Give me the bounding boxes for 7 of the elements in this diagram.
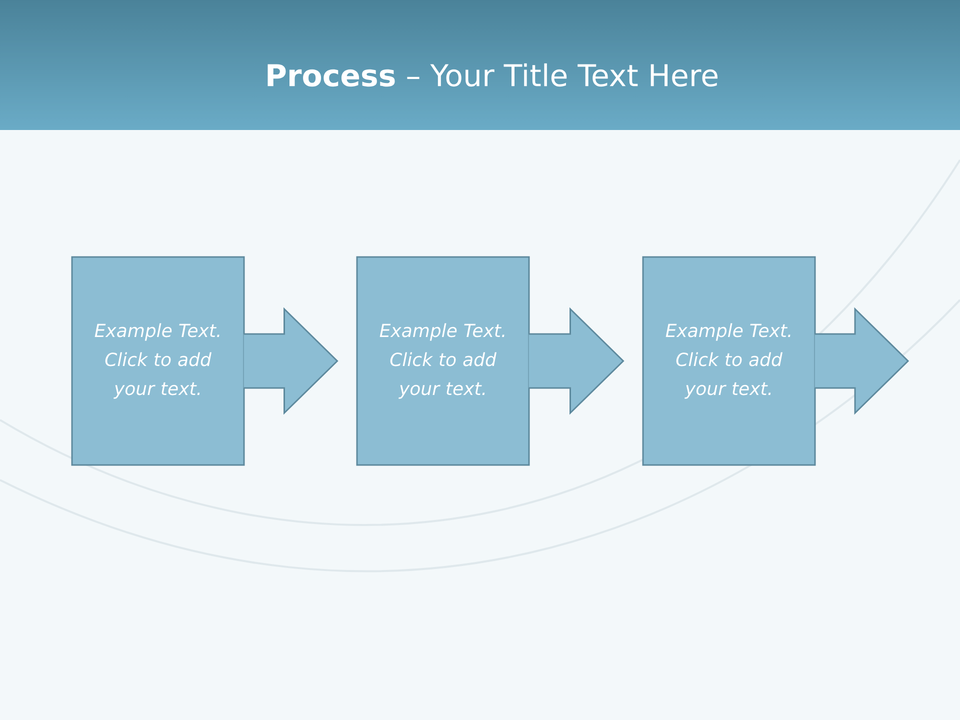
title: Process – Your Title Text Here [268,63,718,87]
process-box: Example Text. Click to add your text. [356,256,530,466]
block-arrow [814,307,910,415]
block-arrow [243,307,338,415]
block-arrow [528,307,624,415]
process-box: Example Text. Click to add your text. [71,256,245,466]
process-box: Example Text. Click to add your text. [642,256,816,466]
